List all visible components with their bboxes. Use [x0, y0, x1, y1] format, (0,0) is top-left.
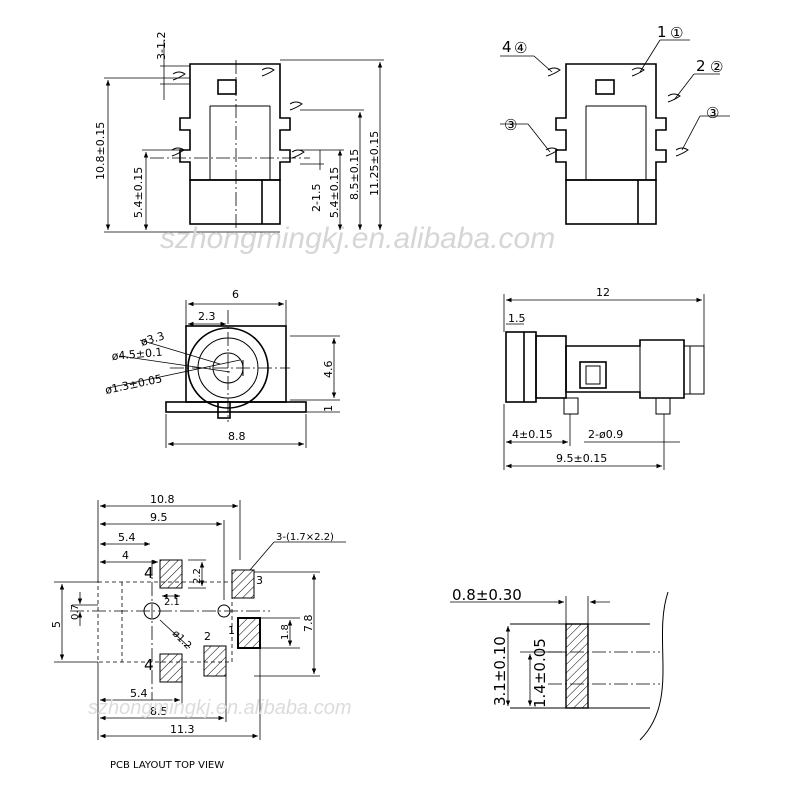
dim-base: 1 — [322, 405, 335, 412]
dim-tab: 3-1.2 — [155, 32, 168, 60]
pcb-dim-w3: 5.4 — [118, 531, 136, 544]
pad-1 — [237, 617, 261, 649]
dim-body-height-2: 5.4±0.15 — [328, 167, 341, 218]
dim-pitch: 9.5±0.15 — [556, 452, 607, 465]
pcb-pad-2: 2 — [204, 630, 211, 643]
dim-pin-offset: 4±0.15 — [512, 428, 553, 441]
pcb-caption: PCB LAYOUT TOP VIEW — [110, 760, 224, 771]
pcb-dim-w2: 9.5 — [150, 511, 168, 524]
dim-length: 12 — [596, 286, 610, 299]
pad-3 — [231, 569, 255, 599]
pin-view: 4 ④ 1 ① 2 ② ③ ③ — [500, 23, 730, 225]
section-dim-h2: 1.4±0.05 — [531, 638, 549, 708]
pad-4-top — [159, 559, 183, 589]
section-view: 0.8±0.30 3.1±0.10 1.4±0.05 — [450, 586, 669, 741]
top-view: 12 1.5 4±0.15 2-ø0.9 9.5±0.15 — [503, 286, 705, 470]
pin-1-circle: ① — [670, 24, 683, 42]
pcb-dim-w4: 4 — [122, 549, 129, 562]
pcb-pad-4b: 4 — [144, 656, 154, 674]
dim-pin: 2-1.5 — [310, 184, 323, 212]
pcb-layout: 10.8 9.5 5.4 4 3-(1.7×2.2) 2.2 2.1 5 0.7… — [50, 493, 346, 771]
pcb-dim-pad-height: 1.8 — [280, 624, 291, 640]
pin-4-circle: ④ — [514, 39, 527, 57]
pcb-dim-h-right: 7.8 — [302, 615, 315, 633]
pcb-dim-w1: 10.8 — [150, 493, 175, 506]
section-dim-h1: 3.1±0.10 — [491, 636, 509, 706]
dim-body-height: 5.4±0.15 — [132, 167, 145, 218]
dim-total-width: 8.8 — [228, 430, 246, 443]
pcb-pad-1: 1 — [228, 624, 235, 637]
pcb-dim-h-small: 0.7 — [70, 604, 81, 620]
dim-total-height: 10.8±0.15 — [94, 122, 107, 180]
pcb-pad-3: 3 — [256, 574, 263, 587]
dim-dia-3: ø1.3±0.05 — [104, 372, 163, 397]
pin-2-circle: ② — [710, 58, 723, 76]
pin-3-circle-left: ③ — [504, 116, 517, 134]
dim-front: 1.5 — [508, 312, 526, 325]
pcb-pad-4a: 4 — [144, 564, 154, 582]
pcb-dim-b3: 11.3 — [170, 723, 195, 736]
pin-1-label: 1 — [657, 23, 667, 41]
dim-dia-2: ø4.5±0.1 — [111, 346, 163, 363]
dim-offset: 2.3 — [198, 310, 216, 323]
pcb-dim-pad-w: 2.1 — [164, 597, 180, 608]
pin-4-label: 4 — [502, 38, 512, 56]
pad-2 — [203, 645, 227, 677]
pcb-dim-b2: 8.5 — [150, 705, 168, 718]
watermark-main: szhongmingkj.en.alibaba.com — [160, 222, 555, 255]
pcb-dim-pad: 3-(1.7×2.2) — [276, 532, 334, 543]
pcb-dim-b1: 5.4 — [130, 687, 148, 700]
pcb-dim-h-total: 5 — [50, 621, 63, 628]
side-view: 3-1.2 10.8±0.15 5.4±0.15 2-1.5 5.4±0.15 … — [94, 32, 384, 233]
front-view: 6 2.3 ø3.3 ø4.5±0.1 ø1.3±0.05 4.6 1 8.8 — [104, 288, 340, 448]
dim-full-height: 11.25±0.15 — [368, 131, 381, 196]
dim-pin-dia: 2-ø0.9 — [588, 428, 623, 441]
pin-3-circle-right: ③ — [706, 104, 719, 122]
dim-height: 4.6 — [322, 361, 335, 379]
watermark-small: szhongmingkj.en.alibaba.com — [88, 697, 352, 719]
dim-width: 6 — [232, 288, 239, 301]
pad-4-bottom — [159, 653, 183, 683]
dim-mid-height: 8.5±0.15 — [348, 149, 361, 200]
pcb-dim-pad-h: 2.2 — [192, 568, 203, 584]
pin-2-label: 2 — [696, 57, 706, 75]
section-dim-thk: 0.8±0.30 — [452, 586, 522, 604]
